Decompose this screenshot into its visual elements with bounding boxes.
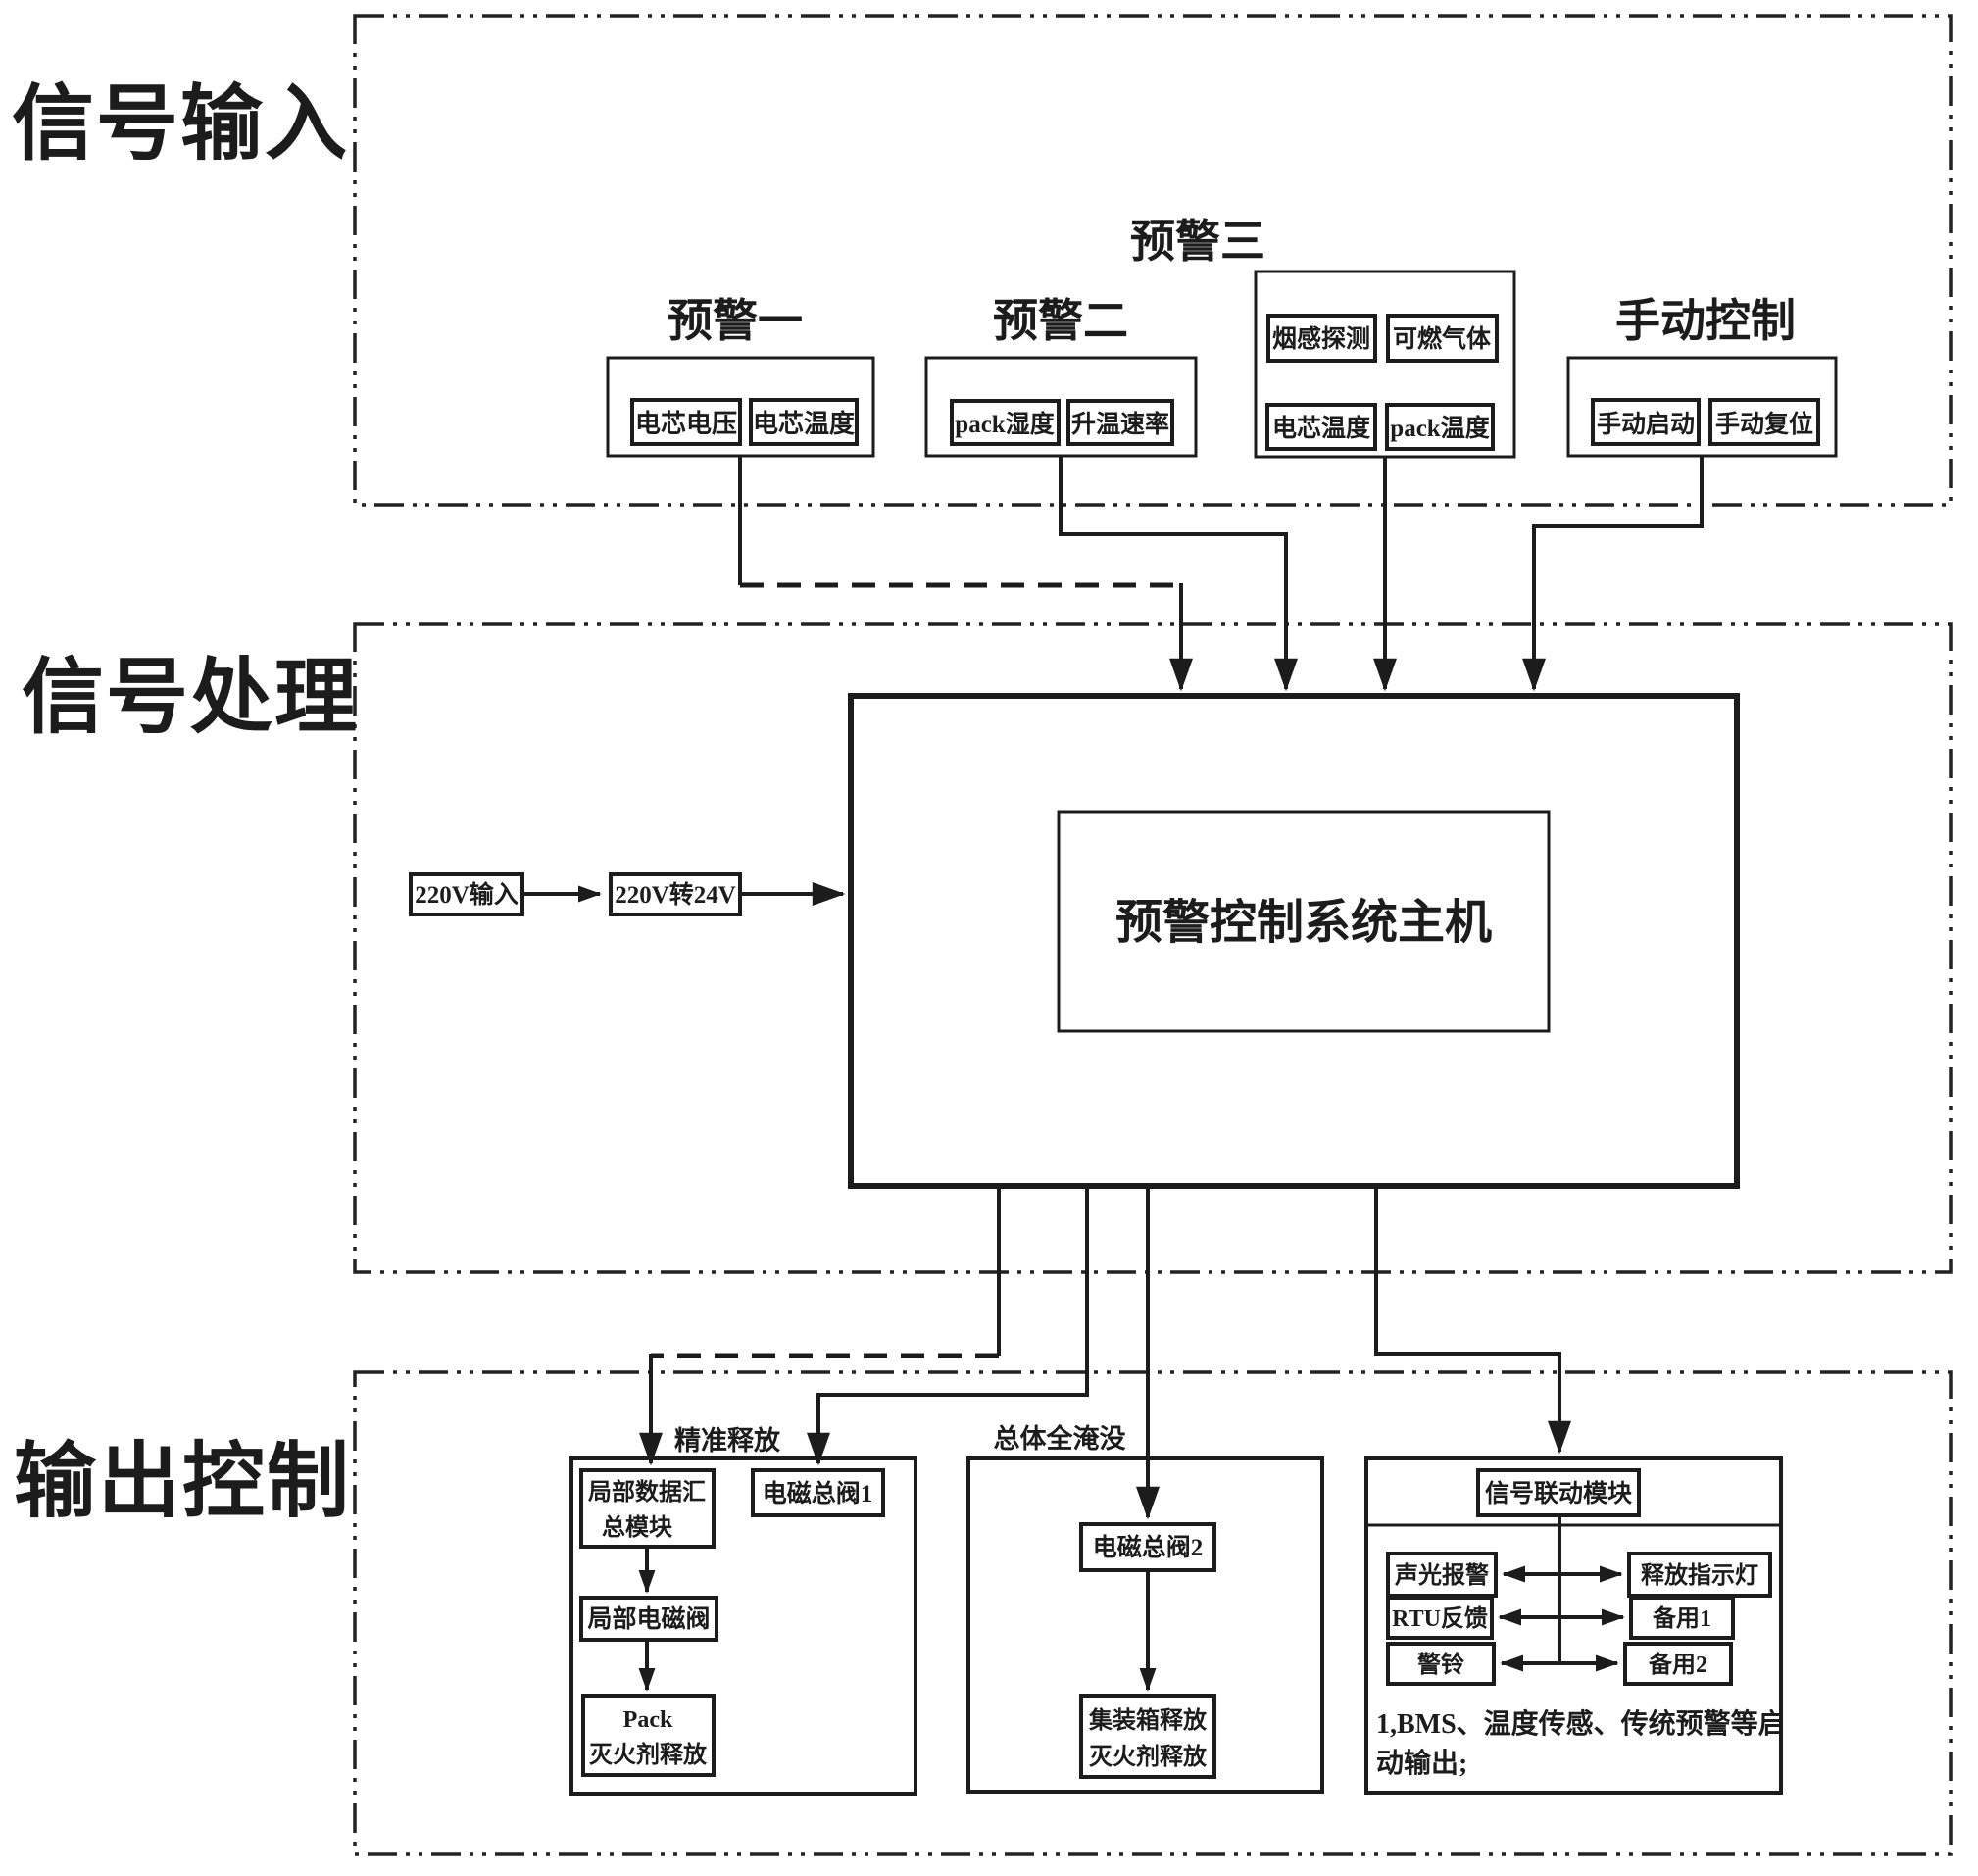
output-control-section-border xyxy=(353,1370,1953,1856)
signal-linkage-title: 信号联动模块 xyxy=(1485,1479,1632,1507)
cell-temp2-chip xyxy=(1265,403,1377,451)
manual-control-box xyxy=(1566,356,1838,458)
pack-release-line2: 灭火剂释放 xyxy=(589,1741,708,1768)
spare1-label: 备用1 xyxy=(1652,1604,1711,1632)
pack-temp-label: pack温度 xyxy=(1390,414,1489,442)
precise-release-box xyxy=(569,1456,917,1796)
wire-manual-to-host xyxy=(1522,456,1704,692)
manual-start-chip xyxy=(1591,398,1701,446)
alarm-bell-box xyxy=(1386,1642,1496,1686)
power-chain: 220V输入 220V转24V xyxy=(409,872,846,916)
spare1-box xyxy=(1629,1596,1735,1640)
warning2-box xyxy=(924,356,1198,458)
release-indicator-box xyxy=(1627,1552,1772,1598)
manual-control-group: 手动控制 手动启动 手动复位 xyxy=(1566,296,1838,458)
temp-rise-rate-chip xyxy=(1066,399,1174,446)
warning2-title: 预警二 xyxy=(993,296,1128,346)
smoke-detect-label: 烟感探测 xyxy=(1272,324,1370,353)
container-release-box xyxy=(1079,1694,1216,1779)
linkage-note-line2: 动输出; xyxy=(1376,1747,1467,1779)
cell-voltage-chip xyxy=(630,398,742,446)
flammable-gas-chip xyxy=(1386,314,1499,363)
section-label-output-control: 输出控制 xyxy=(14,1437,351,1528)
cell-voltage-label: 电芯电压 xyxy=(635,410,737,438)
container-release-line1: 集装箱释放 xyxy=(1088,1706,1208,1734)
signal-linkage-box xyxy=(1364,1456,1783,1795)
container-release-line2: 灭火剂释放 xyxy=(1089,1743,1208,1770)
pack-temp-chip xyxy=(1385,403,1495,451)
sound-light-alarm-label: 声光报警 xyxy=(1394,1561,1489,1589)
cell-temp-chip xyxy=(749,398,859,446)
total-flooding-box xyxy=(966,1456,1324,1794)
main-host-inner-box xyxy=(1057,810,1551,1033)
alarm-bell-label: 警铃 xyxy=(1416,1651,1464,1678)
pack-release-line1: Pack xyxy=(623,1707,673,1733)
warning3-title: 预警三 xyxy=(1130,217,1265,267)
manual-reset-chip xyxy=(1708,398,1820,446)
spare2-box xyxy=(1623,1642,1733,1686)
wire-host-to-linkage xyxy=(1374,1186,1571,1455)
manual-control-title: 手动控制 xyxy=(1615,296,1796,346)
wire-warning2-to-host xyxy=(1059,456,1298,692)
power-220v-input-label: 220V输入 xyxy=(415,880,519,909)
cell-temp2-label: 电芯温度 xyxy=(1272,414,1370,442)
wire-host-to-valve1 xyxy=(807,1186,1089,1466)
main-valve2-label: 电磁总阀2 xyxy=(1093,1533,1204,1561)
precise-release-group: 精准释放 局部数据汇 总模块 电磁总阀1 局部电磁阀 Pack 灭火剂释放 xyxy=(569,1425,917,1796)
manual-start-label: 手动启动 xyxy=(1597,410,1695,438)
warning1-group: 预警一 电芯电压 电芯温度 xyxy=(606,296,875,458)
local-data-module-line1: 局部数据汇 xyxy=(588,1478,706,1506)
cell-temp-label: 电芯温度 xyxy=(753,409,855,438)
temp-rise-rate-label: 升温速率 xyxy=(1071,410,1169,438)
smoke-detect-chip xyxy=(1266,314,1377,363)
rtu-feedback-box xyxy=(1386,1596,1494,1640)
main-host: 预警控制系统主机 xyxy=(848,693,1740,1189)
signal-linkage-title-box xyxy=(1476,1468,1641,1517)
rtu-feedback-label: RTU反馈 xyxy=(1392,1605,1488,1632)
total-flooding-group: 总体全淹没 电磁总阀2 集装箱释放 灭火剂释放 xyxy=(966,1423,1324,1794)
linkage-note-line1: 1,BMS、温度传感、传统预警等启 xyxy=(1376,1707,1786,1740)
pack-release-box xyxy=(581,1694,716,1777)
main-host-label: 预警控制系统主机 xyxy=(1115,897,1492,949)
power-converter-label: 220V转24V xyxy=(615,880,736,909)
warning2-group: 预警二 pack湿度 升温速率 xyxy=(924,296,1198,458)
section-label-signal-processing: 信号处理 xyxy=(22,653,359,744)
flammable-gas-label: 可燃气体 xyxy=(1393,324,1492,353)
precise-release-title: 精准释放 xyxy=(674,1425,781,1456)
signal-linkage-group: 信号联动模块 声光报警 RTU反馈 警铃 释放指示灯 备用1 备用2 1,BMS… xyxy=(1364,1456,1786,1795)
release-indicator-label: 释放指示灯 xyxy=(1641,1561,1758,1589)
signal-input-section-border xyxy=(353,14,1953,507)
main-valve1-label: 电磁总阀1 xyxy=(763,1479,873,1507)
pack-humidity-chip xyxy=(950,399,1061,446)
section-label-signal-input: 信号输入 xyxy=(12,79,349,171)
main-valve1-box xyxy=(751,1468,885,1517)
total-flooding-title: 总体全淹没 xyxy=(994,1423,1126,1454)
warning1-title: 预警一 xyxy=(668,296,803,346)
wire-host-to-data-module xyxy=(639,1186,1001,1466)
manual-reset-label: 手动复位 xyxy=(1715,410,1813,438)
local-data-module-line2: 总模块 xyxy=(602,1513,672,1541)
main-host-outer-box xyxy=(848,693,1740,1189)
wire-warning1-to-host xyxy=(738,456,1193,692)
pack-humidity-label: pack湿度 xyxy=(955,410,1054,438)
local-valve-label: 局部电磁阀 xyxy=(587,1604,710,1633)
spare2-label: 备用2 xyxy=(1648,1651,1707,1678)
warning3-group: 预警三 烟感探测 可燃气体 电芯温度 pack温度 xyxy=(1130,217,1516,459)
signal-processing-section-border xyxy=(353,622,1953,1274)
